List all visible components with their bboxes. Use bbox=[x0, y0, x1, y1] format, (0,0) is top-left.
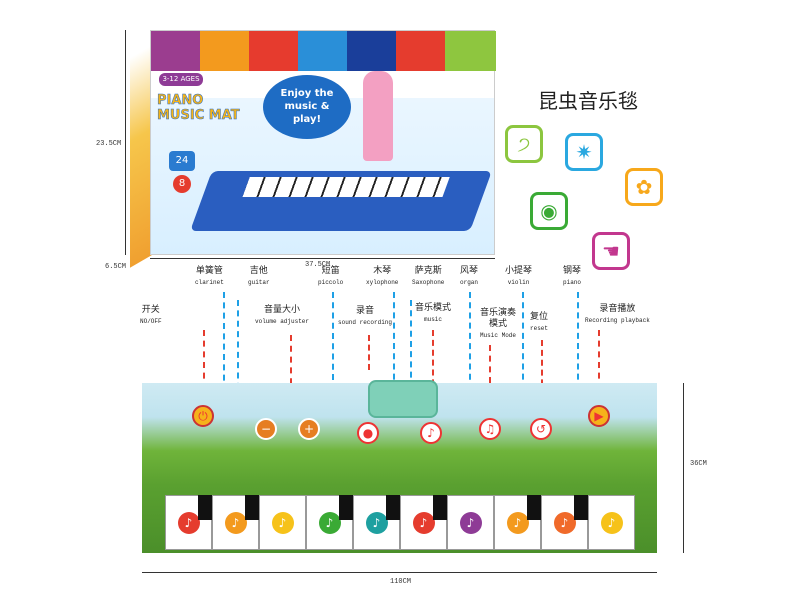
black-key[interactable] bbox=[574, 495, 588, 520]
product-title: 昆虫音乐毯 bbox=[538, 89, 638, 113]
box-mat-image bbox=[190, 171, 492, 231]
box-width-dim: 37.5CM bbox=[305, 261, 331, 269]
label-play-mode: 音乐演奏模式 bbox=[479, 308, 516, 329]
box-height-dim: 23.5CM bbox=[96, 140, 122, 148]
label-reset: 复位 bbox=[530, 312, 549, 322]
mat-height-dim: 36CM bbox=[690, 460, 707, 468]
sparkle-icon: ✷ bbox=[565, 133, 603, 171]
power-button[interactable]: ⏻ bbox=[192, 405, 214, 427]
music-mode-button[interactable]: ♪ bbox=[420, 422, 442, 444]
piano-keys: ♪ ♪ ♪ ♪ ♪ ♪ ♪ ♪ ♪ ♪ bbox=[165, 495, 635, 550]
label-clarinet: 单簧管 bbox=[195, 266, 223, 276]
brain-icon: ✿ bbox=[625, 168, 663, 206]
black-key[interactable] bbox=[339, 495, 353, 520]
label-saxophone: 萨克斯 bbox=[414, 266, 442, 276]
record-button[interactable]: ● bbox=[357, 422, 379, 444]
black-key[interactable] bbox=[527, 495, 541, 520]
box-slogan: Enjoy the music & play! bbox=[263, 75, 351, 139]
label-power: 开关 bbox=[141, 305, 160, 315]
speaker-module bbox=[368, 380, 438, 418]
reset-button[interactable]: ↺ bbox=[530, 418, 552, 440]
label-volume: 音量大小 bbox=[264, 305, 301, 315]
girl-photo bbox=[363, 71, 393, 161]
badge-8: 8 bbox=[173, 175, 191, 193]
label-record: 录音 bbox=[356, 306, 375, 316]
hand-icon: ☚ bbox=[592, 232, 630, 270]
eye-icon: ◉ bbox=[530, 192, 568, 230]
volume-down-button[interactable]: − bbox=[255, 418, 277, 440]
ear-icon: ੭ bbox=[505, 125, 543, 163]
key-10[interactable]: ♪ bbox=[588, 495, 635, 550]
key-3[interactable]: ♪ bbox=[259, 495, 306, 550]
box-depth-dim: 6.5CM bbox=[105, 263, 127, 271]
black-key[interactable] bbox=[245, 495, 259, 520]
playback-button[interactable]: ▶ bbox=[588, 405, 610, 427]
badge-24: 24 bbox=[169, 151, 195, 171]
label-music-mode: 音乐模式 bbox=[415, 303, 452, 313]
volume-up-button[interactable]: + bbox=[298, 418, 320, 440]
box-side bbox=[130, 45, 152, 268]
box-brand: PIANO MUSIC MAT bbox=[157, 93, 240, 124]
mat-width-dim: 110CM bbox=[390, 578, 412, 586]
key-7[interactable]: ♪ bbox=[447, 495, 494, 550]
label-organ: 风琴 bbox=[460, 266, 479, 276]
label-guitar: 吉他 bbox=[249, 266, 268, 276]
black-key[interactable] bbox=[433, 495, 447, 520]
label-piccolo: 短笛 bbox=[321, 266, 340, 276]
label-playback: 录音播放 bbox=[599, 304, 636, 314]
age-badge: 3-12 AGES bbox=[159, 73, 203, 86]
play-mode-button[interactable]: ♫ bbox=[479, 418, 501, 440]
black-key[interactable] bbox=[386, 495, 400, 520]
label-violin: 小提琴 bbox=[505, 266, 533, 276]
black-key[interactable] bbox=[198, 495, 212, 520]
label-piano: 钢琴 bbox=[563, 266, 582, 276]
product-box: 3-12 AGES PIANO MUSIC MAT Enjoy the musi… bbox=[150, 30, 496, 255]
label-xylophone: 木琴 bbox=[373, 266, 392, 276]
